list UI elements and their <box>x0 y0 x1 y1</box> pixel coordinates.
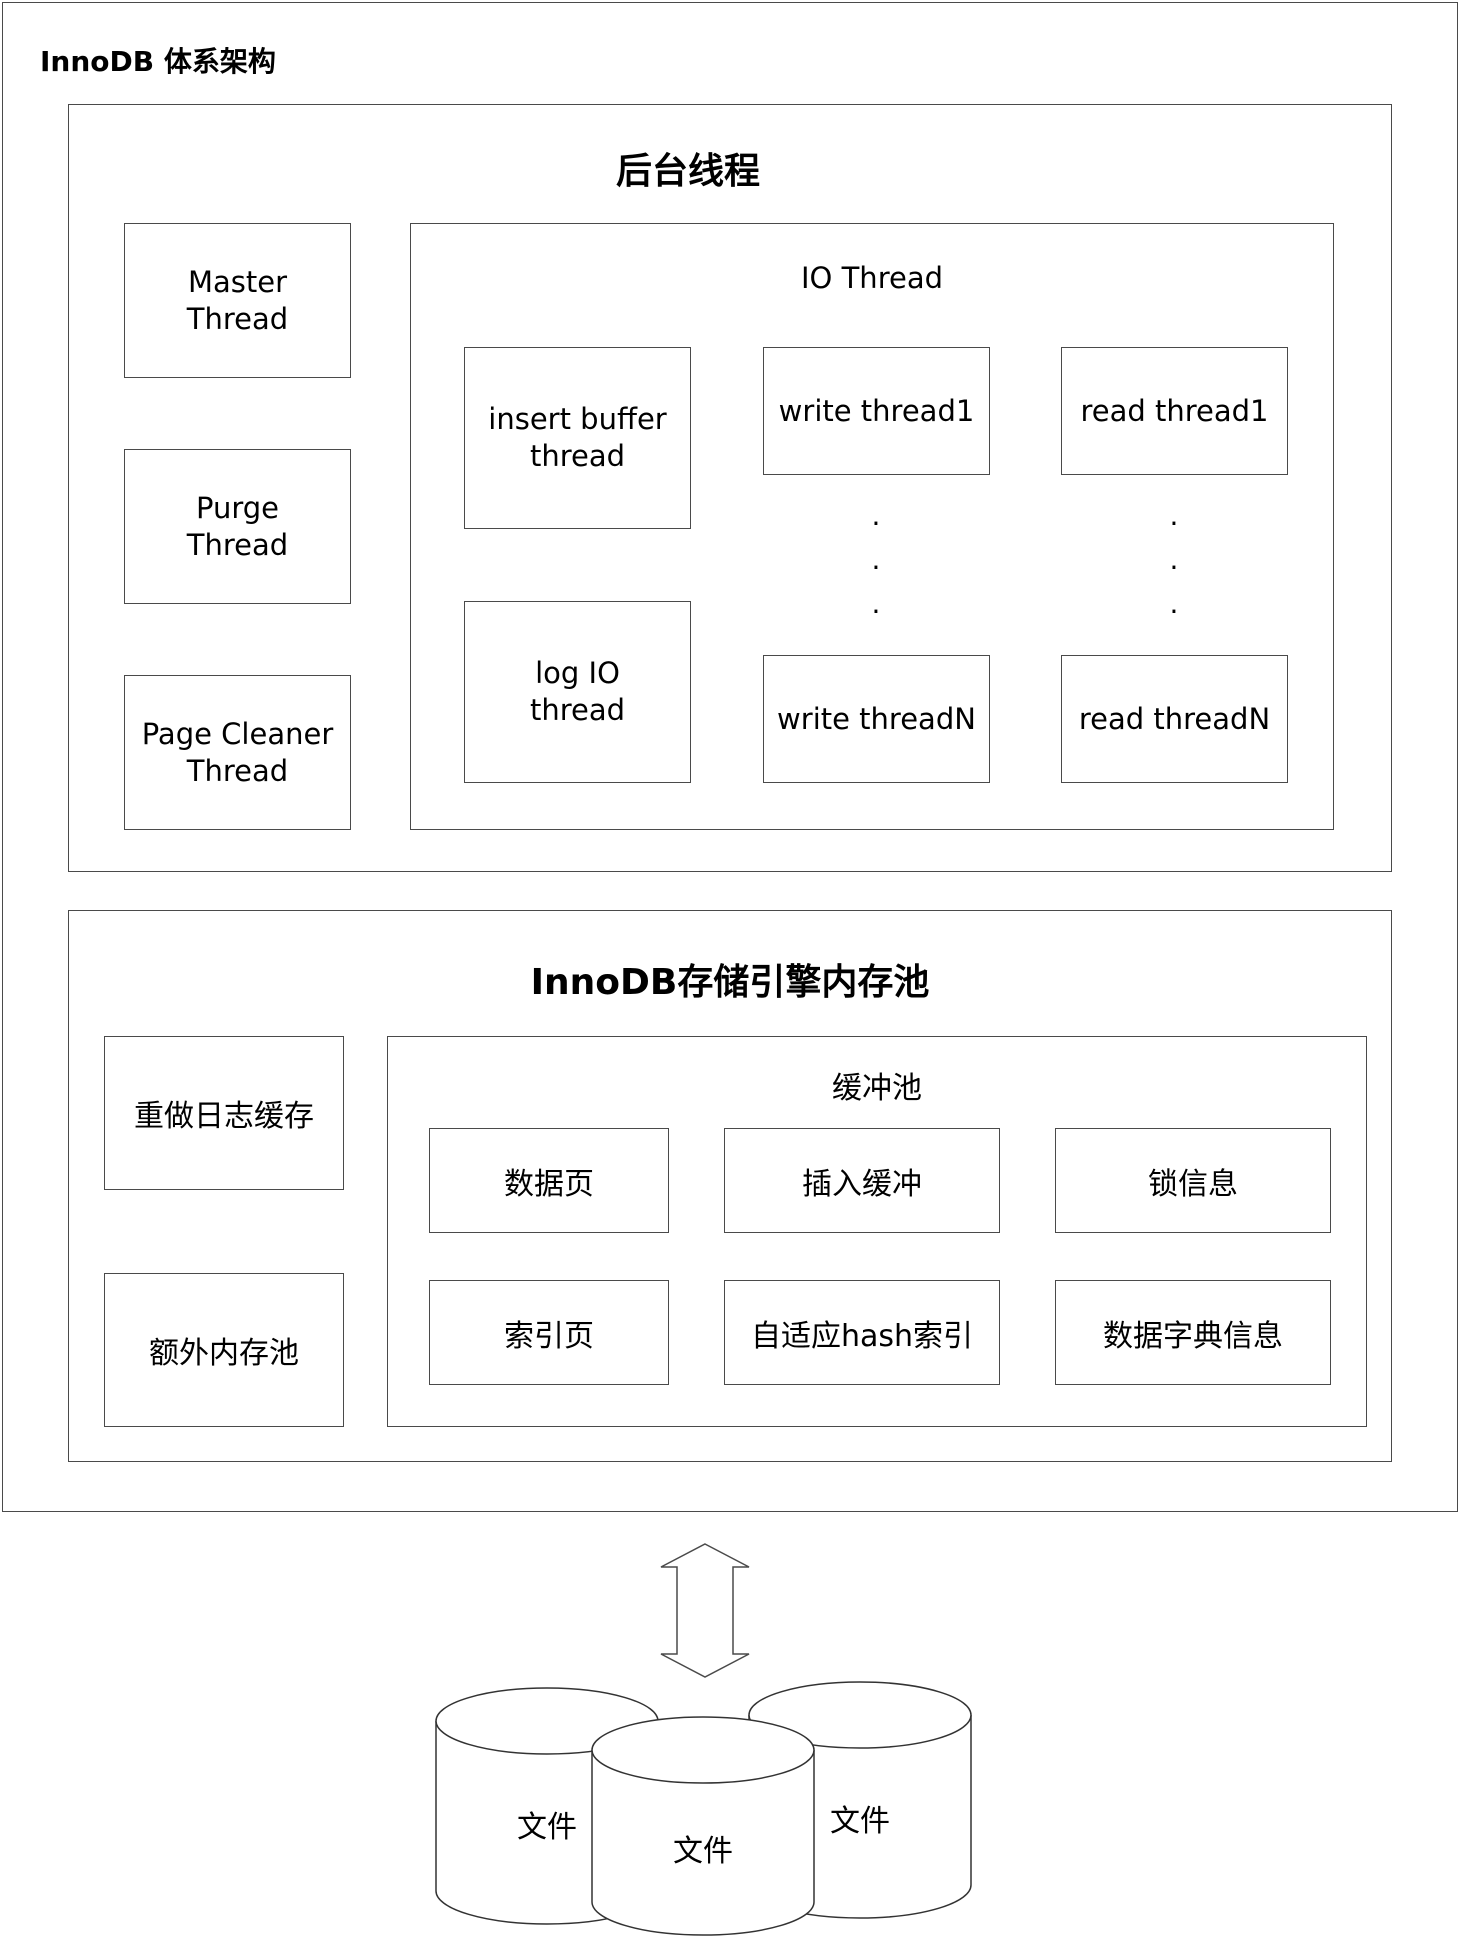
ellipsis-dot: · <box>871 507 881 540</box>
ellipsis-dot: · <box>1169 551 1179 584</box>
buffer-pool-title: 缓冲池 <box>832 1071 922 1106</box>
ellipsis-dot: · <box>871 551 881 584</box>
io-thread-title: IO Thread <box>801 261 943 295</box>
file-label-right: 文件 <box>830 1804 890 1839</box>
ellipsis-dot: · <box>1169 507 1179 540</box>
ellipsis-dot: · <box>871 595 881 628</box>
read-thread-last-box: read threadN <box>1061 655 1288 783</box>
buffer-pool-item-index-page: 索引页 <box>429 1280 669 1385</box>
write-thread-first-box: write thread1 <box>763 347 990 475</box>
write-thread-last-box: write threadN <box>763 655 990 783</box>
buffer-pool-item-data-dictionary: 数据字典信息 <box>1055 1280 1331 1385</box>
insert-buffer-thread-box: insert buffer thread <box>464 347 691 529</box>
memory-pool-title: InnoDB存储引擎内存池 <box>530 962 930 1003</box>
background-threads-title: 后台线程 <box>615 151 760 192</box>
log-io-thread-box: log IO thread <box>464 601 691 783</box>
master-thread-box: Master Thread <box>124 223 351 378</box>
purge-thread-box: Purge Thread <box>124 449 351 604</box>
diagram-title: InnoDB 体系架构 <box>40 45 276 78</box>
file-cylinder-middle <box>591 1716 815 1936</box>
buffer-pool-item-adaptive-hash-index: 自适应hash索引 <box>724 1280 1000 1385</box>
read-thread-first-box: read thread1 <box>1061 347 1288 475</box>
ellipsis-dot: · <box>1169 595 1179 628</box>
double-arrow-icon <box>660 1543 750 1678</box>
read-thread-ellipsis: · · · <box>1164 502 1184 634</box>
buffer-pool-item-insert-buffer: 插入缓冲 <box>724 1128 1000 1233</box>
file-label-left: 文件 <box>517 1810 577 1845</box>
redo-log-buffer-box: 重做日志缓存 <box>104 1036 344 1190</box>
page-cleaner-thread-box: Page Cleaner Thread <box>124 675 351 830</box>
extra-memory-pool-box: 额外内存池 <box>104 1273 344 1427</box>
buffer-pool-item-lock-info: 锁信息 <box>1055 1128 1331 1233</box>
buffer-pool-item-data-page: 数据页 <box>429 1128 669 1233</box>
write-thread-ellipsis: · · · <box>866 502 886 634</box>
file-label-middle: 文件 <box>673 1834 733 1869</box>
